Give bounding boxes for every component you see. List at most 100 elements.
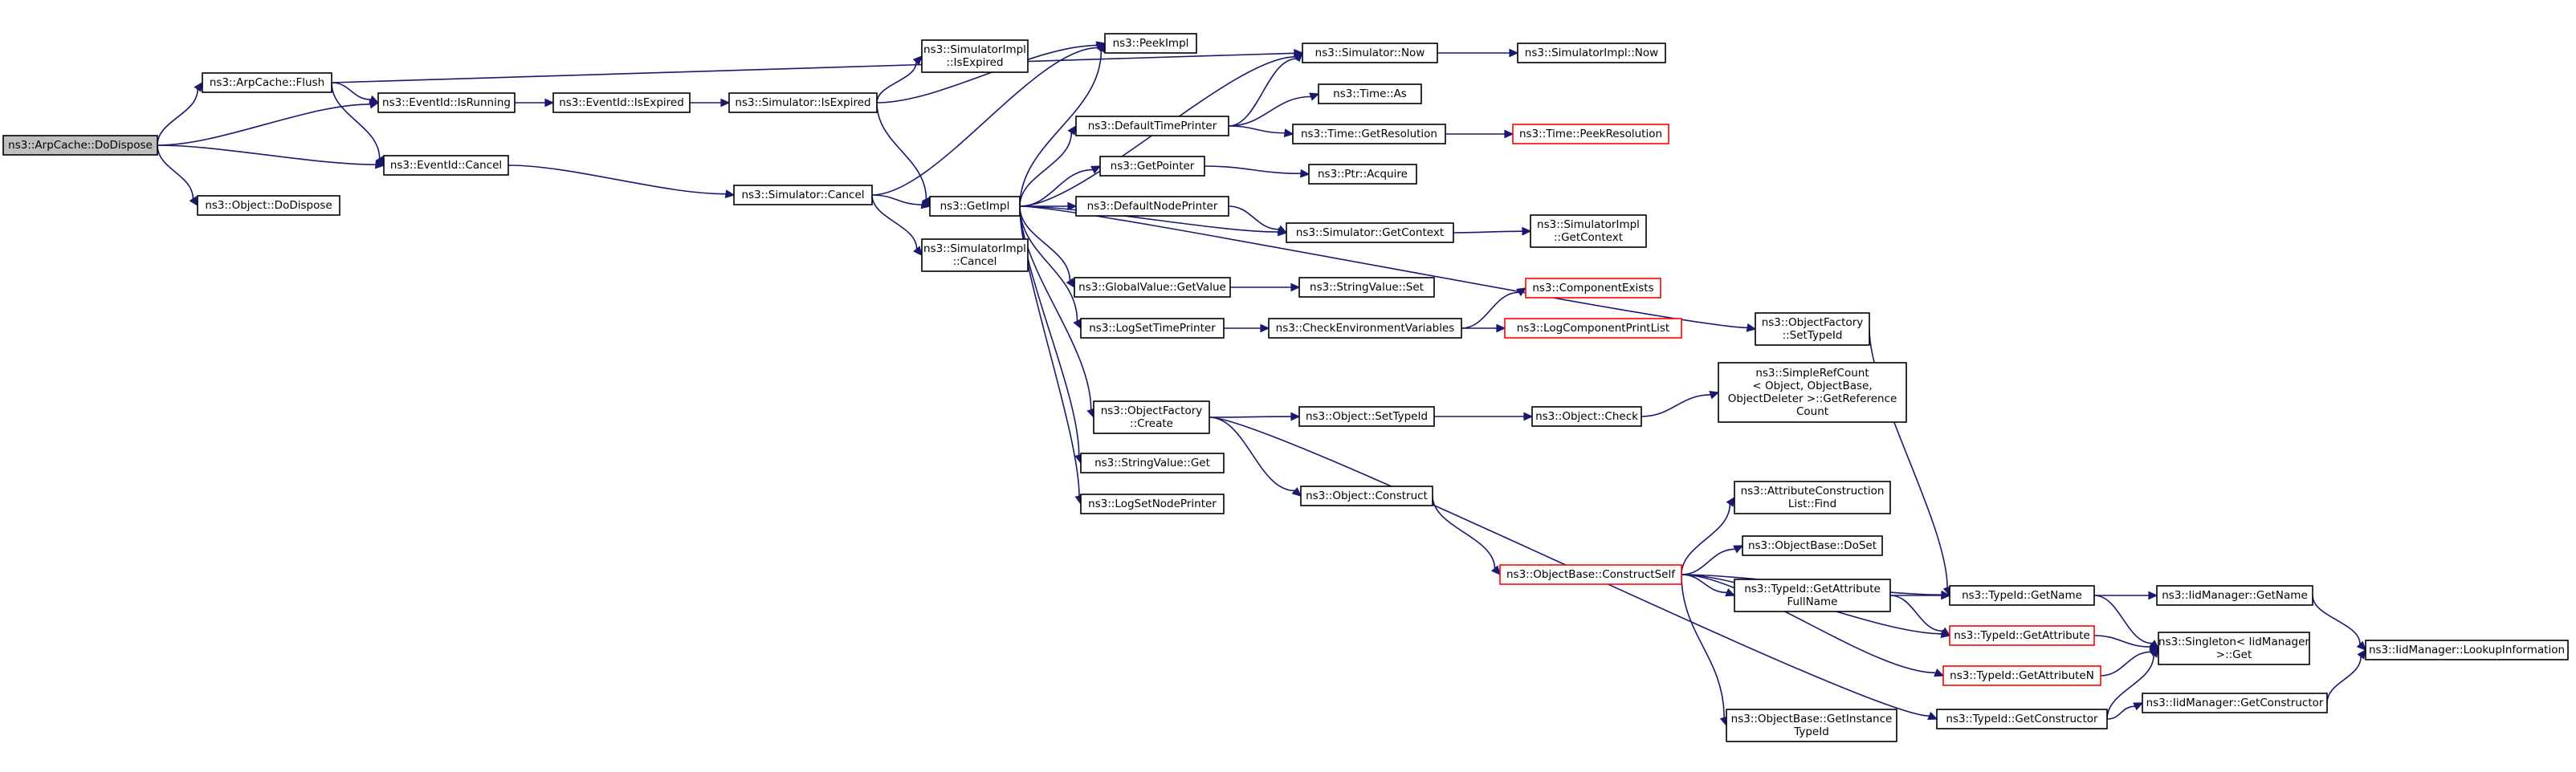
- function-node[interactable]: ns3::SimulatorImpl::IsExpired: [921, 39, 1029, 73]
- arrowhead: [1523, 412, 1534, 421]
- function-node[interactable]: ns3::Simulator::GetContext: [1286, 222, 1454, 243]
- function-node[interactable]: ns3::Simulator::IsExpired: [728, 92, 878, 113]
- call-edge: [1019, 165, 1102, 207]
- function-node[interactable]: ns3::Time::As: [1318, 83, 1422, 104]
- node-box: [733, 185, 873, 205]
- edge-line: [2326, 656, 2362, 704]
- function-node[interactable]: ns3::Simulator::Cancel: [733, 185, 873, 205]
- arrowhead: [1066, 278, 1075, 289]
- function-node[interactable]: ns3::TypeId::GetAttribute: [1949, 625, 2095, 646]
- function-node[interactable]: ns3::GetImpl: [929, 196, 1021, 217]
- function-node[interactable]: ns3::Time::GetResolution: [1292, 124, 1446, 144]
- node-box: [1099, 156, 1205, 177]
- function-node[interactable]: ns3::SimpleRefCount< Object, ObjectBase,…: [1718, 362, 1907, 423]
- call-edge: [2100, 648, 2160, 677]
- node-box: [2365, 640, 2569, 660]
- edge-line: [871, 194, 923, 205]
- arrowhead: [2148, 591, 2158, 600]
- edge-line: [1681, 574, 1725, 718]
- call-edge: [871, 194, 923, 257]
- function-node[interactable]: ns3::GlobalValue::GetValue: [1074, 277, 1231, 298]
- node-label: ns3::StringValue::Set: [1310, 281, 1424, 294]
- function-node[interactable]: ns3::IidManager::GetConstructor: [2142, 693, 2328, 713]
- edge-line: [1228, 205, 1279, 230]
- node-label: ns3::IidManager::GetName: [2162, 589, 2308, 602]
- node-label: ns3::ObjectBase::GetInstance: [1731, 713, 1893, 725]
- node-box: [1949, 585, 2095, 606]
- arrowhead: [1522, 226, 1532, 236]
- arrowhead: [544, 98, 555, 108]
- node-label: ns3::EventId::Cancel: [390, 159, 502, 172]
- function-node[interactable]: ns3::SimulatorImpl::Now: [1517, 43, 1666, 63]
- function-node[interactable]: ns3::ObjectFactory::Create: [1093, 400, 1210, 434]
- function-node[interactable]: ns3::ArpCache::Flush: [202, 72, 332, 93]
- function-node[interactable]: ns3::CheckEnvironmentVariables: [1268, 318, 1462, 339]
- node-label: ns3::DefaultNodePrinter: [1087, 200, 1218, 213]
- function-node[interactable]: ns3::EventId::IsRunning: [377, 92, 516, 113]
- call-edge: [1445, 129, 1514, 139]
- call-edge: [1432, 495, 1501, 576]
- node-box: [1504, 318, 1682, 339]
- edge-line: [2100, 651, 2151, 677]
- edge-line: [1681, 504, 1731, 575]
- function-node[interactable]: ns3::ObjectBase::ConstructSelf: [1499, 564, 1682, 585]
- node-box: [1080, 453, 1225, 473]
- function-node[interactable]: ns3::ComponentExists: [1525, 278, 1661, 299]
- node-box: [1531, 406, 1642, 427]
- function-node[interactable]: ns3::LogSetTimePrinter: [1080, 318, 1225, 339]
- function-node[interactable]: ns3::GetPointer: [1099, 156, 1205, 177]
- function-node[interactable]: ns3::Object::SetTypeId: [1298, 406, 1435, 427]
- call-edge: [871, 194, 931, 209]
- function-node[interactable]: ns3::SimulatorImpl::GetContext: [1530, 214, 1647, 248]
- call-edge: [1228, 205, 1288, 234]
- edge-line: [1019, 205, 1080, 497]
- function-node[interactable]: ns3::DefaultNodePrinter: [1075, 196, 1229, 217]
- function-node[interactable]: ns3::Ptr::Acquire: [1308, 164, 1417, 185]
- function-node[interactable]: ns3::IidManager::LookupInformation: [2365, 640, 2569, 660]
- function-node[interactable]: ns3::Object::Check: [1531, 406, 1642, 427]
- function-node[interactable]: ns3::StringValue::Get: [1080, 453, 1225, 473]
- function-node[interactable]: ns3::Object::Construct: [1300, 486, 1433, 506]
- node-label: ns3::TypeId::GetAttribute: [1954, 629, 2090, 642]
- arrowhead: [1073, 319, 1082, 330]
- call-edge: [1228, 125, 1294, 138]
- function-node[interactable]: ns3::LogComponentPrintList: [1504, 318, 1682, 339]
- arrowhead: [1927, 711, 1938, 720]
- node-box: [2156, 585, 2313, 606]
- node-label: ns3::Object::Construct: [1306, 490, 1428, 502]
- call-edge: [1434, 412, 1534, 421]
- function-node[interactable]: ns3::TypeId::GetName: [1949, 585, 2095, 606]
- function-node[interactable]: ns3::Simulator::Now: [1302, 43, 1438, 63]
- call-edge: [2093, 591, 2158, 600]
- node-box: [1298, 406, 1435, 427]
- function-node[interactable]: ns3::EventId::IsExpired: [552, 92, 691, 113]
- node-label: ns3::ObjectBase::ConstructSelf: [1506, 568, 1676, 581]
- function-node[interactable]: ns3::ArpCache::DoDispose: [2, 135, 158, 156]
- edge-line: [157, 104, 371, 146]
- node-label: ns3::IidManager::LookupInformation: [2369, 644, 2565, 656]
- function-node[interactable]: ns3::EventId::Cancel: [383, 155, 509, 176]
- function-node[interactable]: ns3::TypeId::GetAttributeN: [1942, 665, 2101, 686]
- function-node[interactable]: ns3::Singleton< IidManager >::Get: [2158, 632, 2310, 665]
- arrowhead: [1290, 412, 1301, 421]
- function-node[interactable]: ns3::TypeId::GetConstructor: [1936, 709, 2108, 729]
- node-label: ns3::LogComponentPrintList: [1517, 322, 1669, 335]
- function-node[interactable]: ns3::PeekImpl: [1104, 33, 1197, 54]
- function-node[interactable]: ns3::ObjectBase::DoSet: [1742, 535, 1883, 556]
- function-node[interactable]: ns3::Time::PeekResolution: [1512, 124, 1669, 144]
- node-label: FullName: [1787, 595, 1838, 608]
- arrowhead: [1293, 51, 1304, 63]
- edge-line: [1019, 50, 1103, 207]
- function-node[interactable]: ns3::DefaultTimePrinter: [1075, 116, 1229, 136]
- function-node[interactable]: ns3::SimulatorImpl::Cancel: [921, 238, 1029, 272]
- function-node[interactable]: ns3::StringValue::Set: [1298, 277, 1435, 298]
- function-node[interactable]: ns3::Object::DoDispose: [197, 195, 340, 216]
- function-node[interactable]: ns3::IidManager::GetName: [2156, 585, 2313, 606]
- arrowhead: [724, 189, 736, 198]
- edge-line: [1209, 416, 1292, 418]
- function-node[interactable]: ns3::ObjectFactory::SetTypeId: [1755, 312, 1870, 346]
- function-node[interactable]: ns3::LogSetNodePrinter: [1080, 494, 1225, 514]
